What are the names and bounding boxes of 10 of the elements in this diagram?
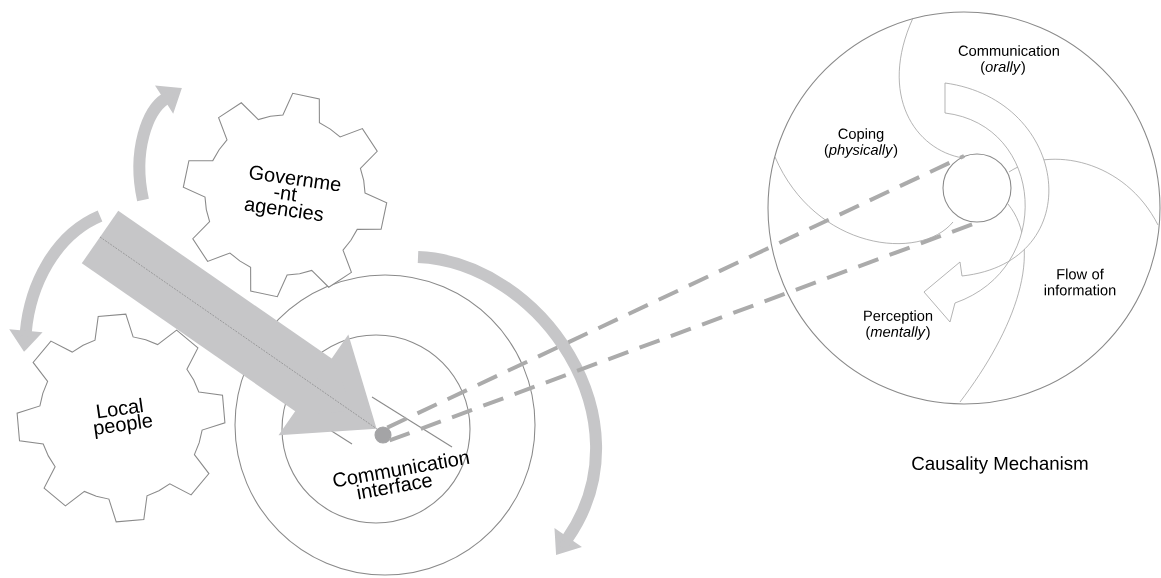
- dot: [374, 426, 392, 444]
- gear: Local people: [16, 313, 226, 523]
- circle: [942, 153, 1012, 223]
- dashed-line: [386, 154, 965, 430]
- node-label: Causality Mechanism: [912, 456, 1088, 474]
- region-label: Flow of information: [1044, 268, 1116, 296]
- region-label: Perception (mentally): [864, 310, 933, 340]
- region-label: Coping (physically): [824, 128, 898, 158]
- region-label: Communication (orally): [958, 45, 1059, 75]
- gear: Governme -nt agencies: [182, 92, 388, 298]
